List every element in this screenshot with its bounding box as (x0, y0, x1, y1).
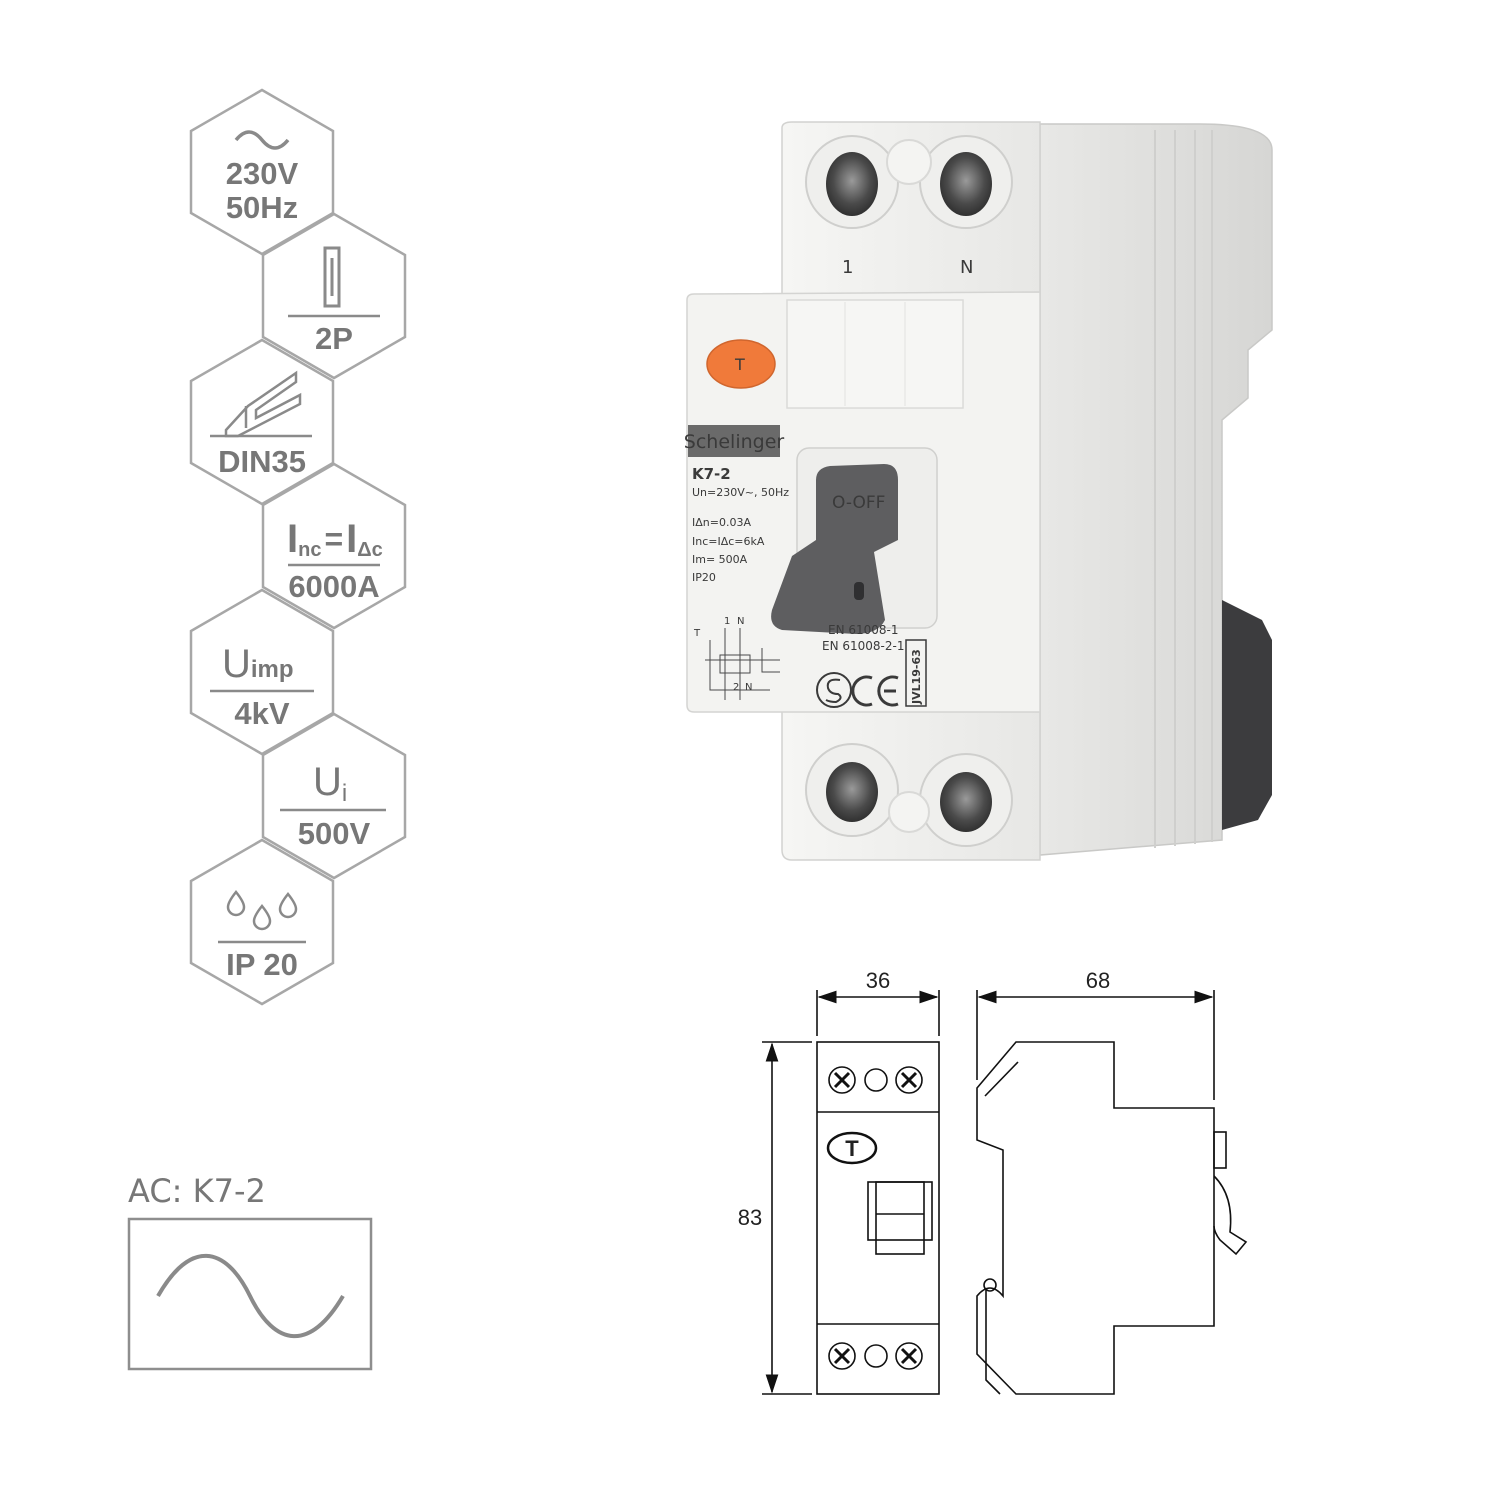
hex-ip (189, 838, 335, 1006)
din-rail-icon (210, 370, 312, 438)
din-text: DIN35 (218, 444, 306, 479)
current-symbol-icon: Inc=IΔc (287, 517, 383, 561)
short-circuit-text: 6000A (288, 569, 379, 604)
ip-text: IP 20 (226, 947, 298, 982)
ui-text: 500V (298, 816, 371, 851)
poles-text: 2P (315, 321, 353, 356)
pole-module-icon (323, 246, 341, 308)
sine-wave-icon (234, 130, 290, 150)
frequency-text: 50Hz (226, 190, 298, 225)
hex-frequency (189, 88, 335, 256)
hex-ui (261, 712, 407, 880)
u-i-symbol-icon: Ui (313, 760, 347, 807)
voltage-text: 230V (226, 156, 299, 191)
ac-type-label: AC: K7-2 (128, 1172, 266, 1210)
hex-current (261, 462, 407, 630)
hex-uimp (189, 588, 335, 756)
u-imp-symbol-icon: Uimp (222, 642, 294, 686)
water-drops-icon (226, 889, 298, 931)
uimp-text: 4kV (234, 696, 289, 731)
hex-poles (261, 212, 407, 380)
